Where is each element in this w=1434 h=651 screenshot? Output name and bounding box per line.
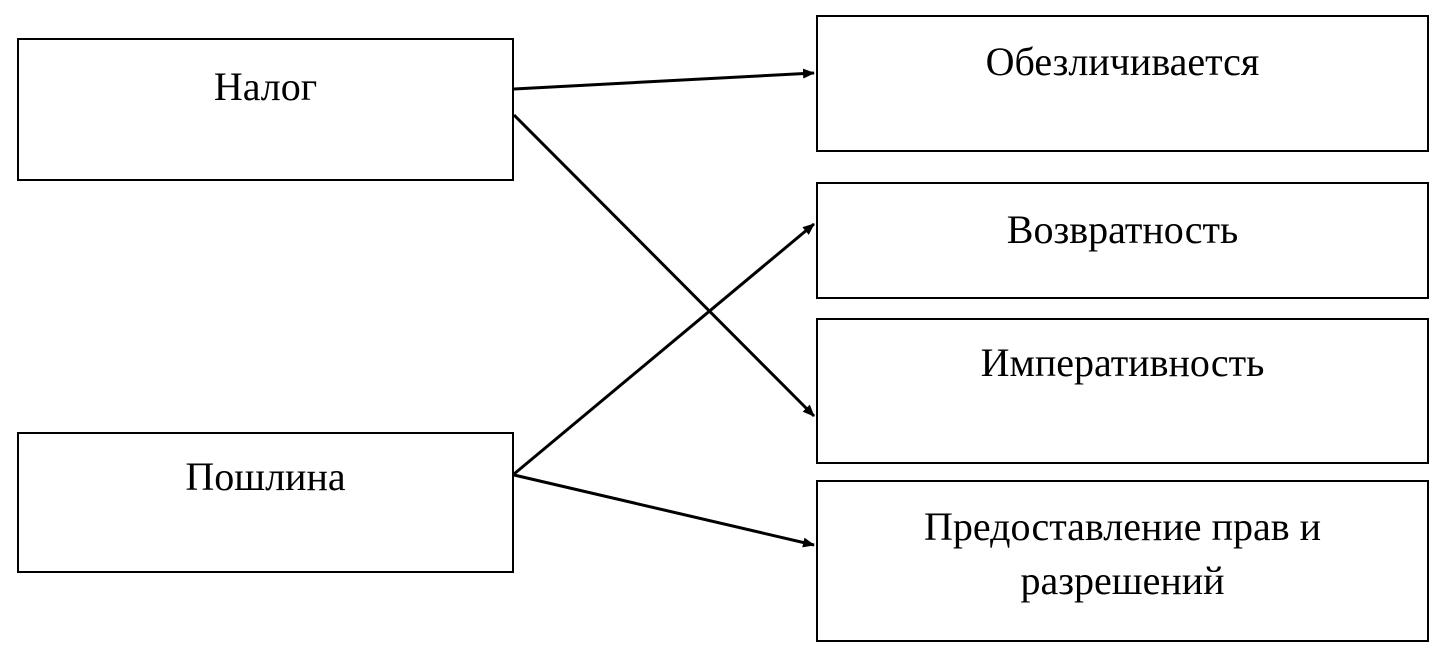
target-box-imperativnost: Императивность (816, 318, 1429, 464)
source-label-poshlina: Пошлина (185, 454, 346, 499)
target-label-vozvratnost: Возвратность (1006, 207, 1239, 252)
target-box-obezlichivaetsya: Обезличивается (816, 15, 1429, 152)
source-box-nalog: Налог (17, 38, 514, 181)
source-label-nalog: Налог (213, 64, 318, 109)
arrow-nalog-to-obezlichivaetsya (513, 68, 815, 91)
target-label-obezlichivaetsya: Обезличивается (985, 39, 1260, 84)
target-box-vozvratnost: Возвратность (816, 182, 1429, 299)
target-box-predostavlenie: Предоставление прав и разрешений (816, 480, 1429, 642)
target-label-predostavlenie: Предоставление прав и разрешений (923, 504, 1322, 603)
target-label-imperativnost: Императивность (980, 340, 1265, 385)
source-box-poshlina: Пошлина (17, 432, 514, 573)
arrow-poshlina-to-vozvratnost (513, 222, 815, 476)
arrow-nalog-to-imperativnost (512, 113, 816, 418)
arrow-poshlina-to-predostavlenie (513, 473, 815, 548)
